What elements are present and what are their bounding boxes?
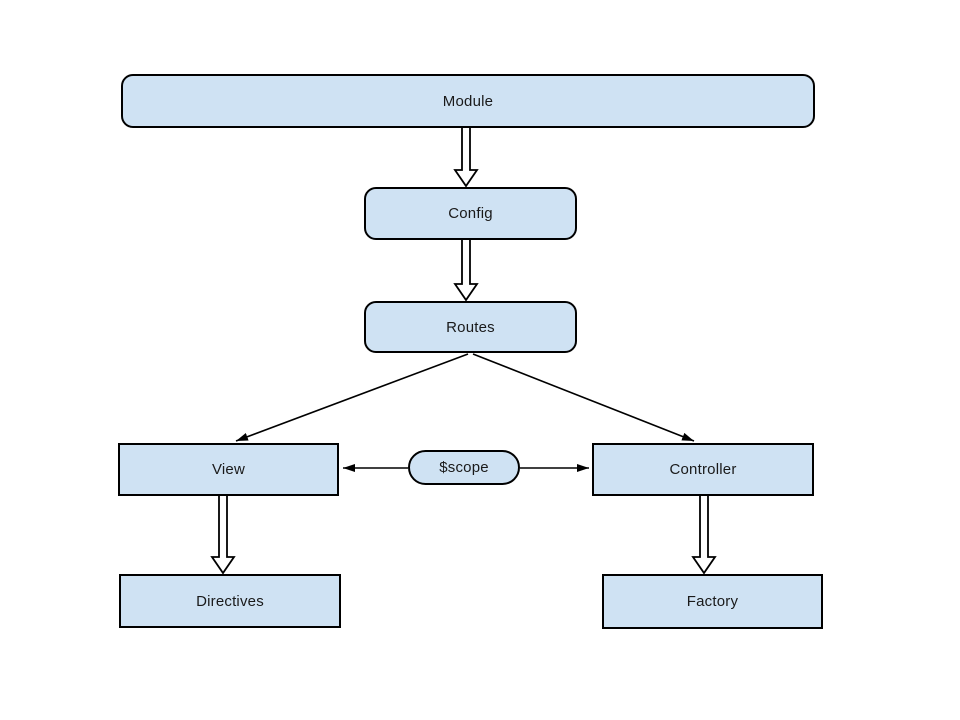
arrow-view-to-directives — [210, 496, 236, 575]
node-routes: Routes — [364, 301, 577, 353]
node-scope: $scope — [408, 450, 520, 485]
node-view: View — [118, 443, 339, 496]
node-view-label: View — [211, 461, 246, 478]
node-factory: Factory — [602, 574, 823, 629]
node-directives: Directives — [119, 574, 341, 628]
arrow-module-to-config — [453, 128, 479, 188]
arrow-controller-to-factory — [691, 496, 717, 575]
node-controller: Controller — [592, 443, 814, 496]
node-routes-label: Routes — [446, 318, 495, 336]
node-module-label: Module — [442, 92, 494, 110]
arrow-config-to-routes — [453, 240, 479, 302]
node-scope-label: $scope — [439, 459, 489, 476]
node-controller-label: Controller — [669, 461, 737, 478]
arrow-routes-to-controller — [472, 353, 695, 442]
node-module: Module — [121, 74, 815, 128]
node-config-label: Config — [448, 205, 493, 222]
node-config: Config — [364, 187, 577, 240]
node-directives-label: Directives — [196, 592, 264, 610]
arrow-routes-to-view — [235, 353, 469, 442]
node-factory-label: Factory — [686, 593, 739, 610]
